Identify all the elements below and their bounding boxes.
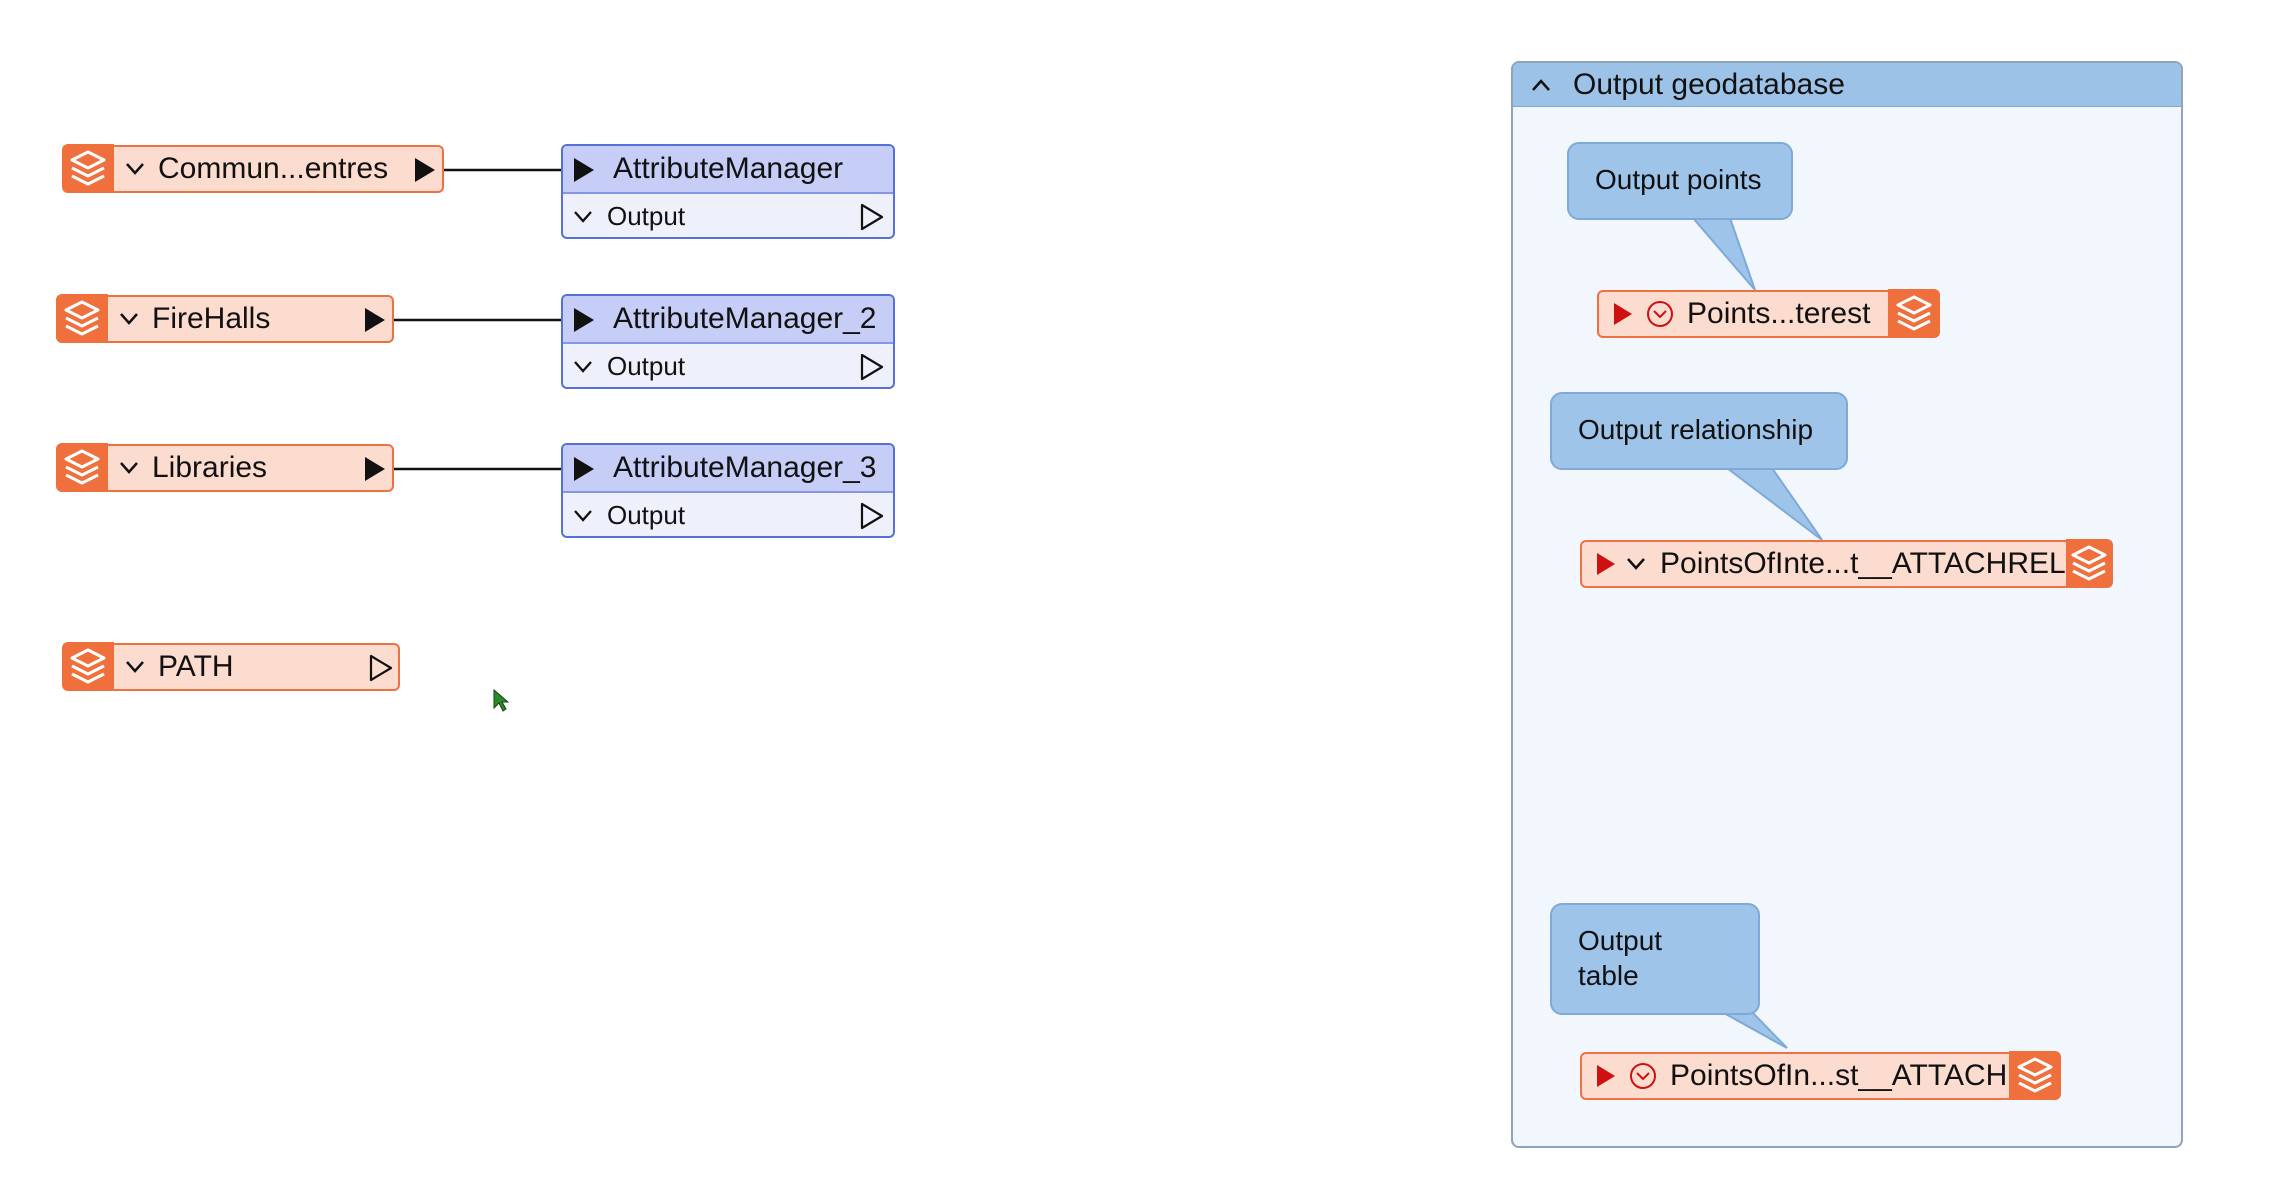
transformer-attributemanager[interactable]: AttributeManager Output [561, 144, 895, 239]
mouse-cursor-icon [492, 688, 510, 719]
layers-icon [56, 443, 108, 491]
annotation-output-points[interactable]: Output points [1567, 142, 1793, 220]
chevron-down-icon[interactable] [573, 509, 593, 523]
transformer-output-row[interactable]: Output [563, 194, 893, 237]
layers-icon [62, 144, 114, 192]
transformer-header[interactable]: AttributeManager_3 [563, 445, 893, 493]
reader-label: PATH [158, 650, 234, 683]
reader-feature-type-path[interactable]: PATH [62, 642, 400, 691]
reader-label: Libraries [152, 451, 268, 484]
annotation-text: Output relationship [1578, 414, 1814, 445]
output-port-icon[interactable] [859, 203, 885, 236]
layers-icon [2009, 1051, 2061, 1099]
writer-feature-type-attachrel[interactable]: PointsOfInte...t__ATTACHREL [1580, 539, 2113, 588]
writer-feature-type-attach[interactable]: PointsOfIn...st__ATTACH [1580, 1051, 2061, 1100]
reader-feature-type-firehalls[interactable]: FireHalls [56, 294, 394, 343]
transformer-output-row[interactable]: Output [563, 344, 893, 387]
transformer-header[interactable]: AttributeManager_2 [563, 296, 893, 344]
chevron-down-icon[interactable] [124, 660, 146, 674]
output-port-label: Output [607, 500, 686, 530]
output-port-icon[interactable] [859, 502, 885, 535]
input-port-icon[interactable] [1594, 1063, 1620, 1089]
writer-label: PointsOfIn...st__ATTACH [1670, 1059, 2008, 1092]
layers-icon [62, 642, 114, 690]
output-port-icon[interactable] [412, 156, 438, 189]
input-port-icon[interactable] [1594, 551, 1618, 577]
annotation-text-line: table [1578, 960, 1639, 991]
reader-feature-type-libraries[interactable]: Libraries [56, 443, 394, 492]
circle-chevron-icon[interactable] [1628, 1061, 1658, 1091]
input-port-icon[interactable] [571, 306, 597, 339]
reader-label: FireHalls [152, 302, 271, 335]
output-port-icon[interactable] [368, 654, 394, 687]
transformer-attributemanager-2[interactable]: AttributeManager_2 Output [561, 294, 895, 389]
writer-feature-type-points-of-interest[interactable]: Points...terest [1597, 289, 1940, 338]
chevron-down-icon[interactable] [573, 360, 593, 374]
circle-chevron-icon[interactable] [1645, 299, 1675, 329]
chevron-down-icon[interactable] [1626, 557, 1646, 571]
transformer-name: AttributeManager [613, 152, 844, 185]
layers-icon [1888, 289, 1940, 337]
output-port-label: Output [607, 351, 686, 381]
output-port-icon[interactable] [859, 353, 885, 386]
bookmark-title: Output geodatabase [1573, 67, 1845, 101]
input-port-icon[interactable] [571, 156, 597, 189]
input-port-icon[interactable] [1611, 301, 1637, 327]
input-port-icon[interactable] [571, 455, 597, 488]
transformer-name: AttributeManager_2 [613, 302, 877, 335]
writer-label: PointsOfInte...t__ATTACHREL [1660, 547, 2066, 580]
transformer-name: AttributeManager_3 [613, 451, 877, 484]
collapse-caret-icon[interactable] [1531, 78, 1551, 92]
output-port-label: Output [607, 201, 686, 231]
reader-label: Commun...entres [158, 152, 389, 185]
chevron-down-icon[interactable] [118, 461, 140, 475]
transformer-header[interactable]: AttributeManager [563, 146, 893, 194]
layers-icon [56, 294, 108, 342]
writer-label: Points...terest [1687, 297, 1871, 330]
bookmark-header[interactable]: Output geodatabase [1513, 63, 2181, 107]
layers-icon [2065, 539, 2113, 587]
output-port-icon[interactable] [362, 306, 388, 339]
annotation-output-table[interactable]: Output table [1550, 903, 1760, 1015]
chevron-down-icon[interactable] [124, 162, 146, 176]
transformer-output-row[interactable]: Output [563, 493, 893, 536]
annotation-text-line: Output [1578, 925, 1663, 956]
annotation-text: Output points [1595, 164, 1762, 195]
reader-feature-type-community-centres[interactable]: Commun...entres [62, 144, 444, 193]
chevron-down-icon[interactable] [118, 312, 140, 326]
transformer-attributemanager-3[interactable]: AttributeManager_3 Output [561, 443, 895, 538]
annotation-output-relationship[interactable]: Output relationship [1550, 392, 1848, 470]
output-port-icon[interactable] [362, 455, 388, 488]
chevron-down-icon[interactable] [573, 210, 593, 224]
